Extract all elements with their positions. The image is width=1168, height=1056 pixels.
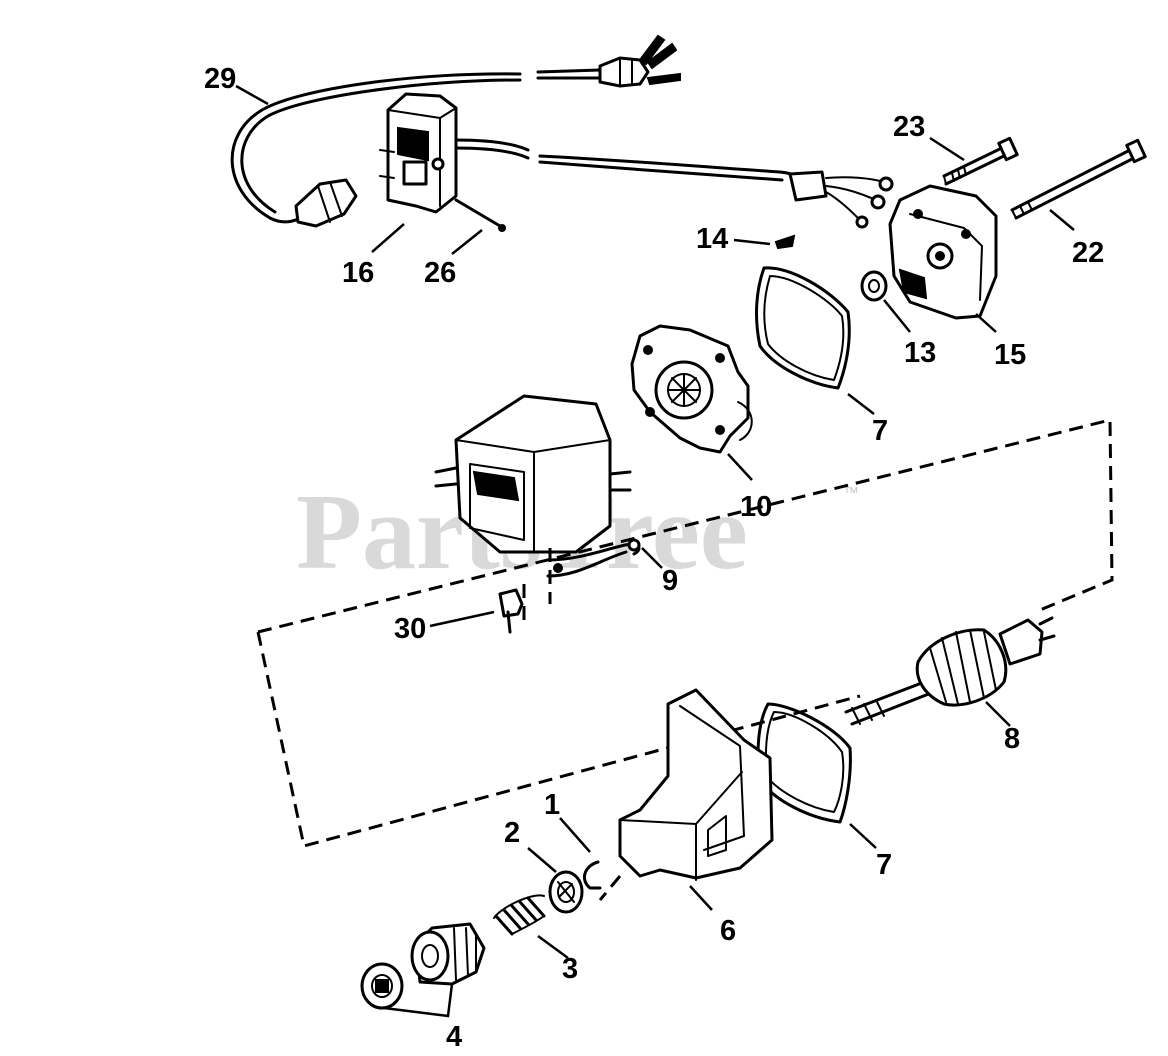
power-cord-part-29[interactable] [230,34,894,229]
callout-1: 1 [544,789,560,821]
callout-6: 6 [720,915,736,947]
drive-housing-part-6[interactable] [618,688,774,881]
stop-collar-part-2[interactable] [548,870,584,914]
callout-labels: 29 16 26 23 22 14 13 15 7 10 9 30 8 7 1 … [204,63,1104,1053]
callout-13: 13 [904,337,936,369]
watermark-trademark: ™ [843,485,859,502]
gasket-part-7-upper[interactable] [755,266,851,390]
callout-29: 29 [204,63,236,95]
pinion-gear-part-4[interactable] [360,922,486,1010]
callout-15: 15 [994,339,1026,371]
brush-plate-part-10[interactable] [630,324,753,454]
callout-23: 23 [893,111,925,143]
callout-7-upper: 7 [872,415,888,447]
callout-8: 8 [1004,723,1020,755]
callout-7-lower: 7 [876,849,892,881]
callout-26: 26 [424,257,456,289]
housing-part-9[interactable] [434,394,641,628]
switch-part-16[interactable] [379,92,458,214]
callout-2: 2 [504,817,520,849]
armature-part-8[interactable] [844,616,1056,726]
callout-10: 10 [740,491,772,523]
callout-16: 16 [342,257,374,289]
screw-part-26[interactable] [454,198,506,232]
callout-22: 22 [1072,237,1104,269]
callout-9: 9 [662,565,678,597]
leader-lines [235,84,1075,1018]
retaining-ring-part-1[interactable] [582,860,602,890]
spring-part-3[interactable] [493,894,546,936]
callout-14: 14 [696,223,728,255]
end-cap-part-15[interactable] [888,184,998,320]
bolt-part-22[interactable] [1010,138,1147,220]
callout-30: 30 [394,613,426,645]
callout-3: 3 [562,953,578,985]
screw-part-14[interactable] [774,234,796,250]
screw-part-30[interactable] [498,588,524,634]
callout-4: 4 [446,1021,462,1053]
washer-part-13[interactable] [860,270,888,302]
bolt-part-23[interactable] [942,136,1019,186]
